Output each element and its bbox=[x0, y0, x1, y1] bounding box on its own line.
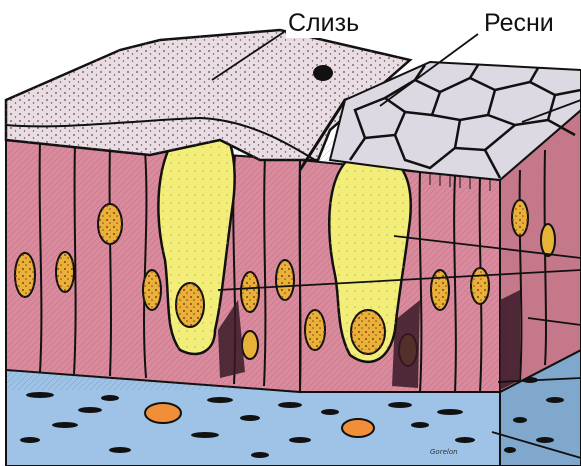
artist-signature: Gorelon bbox=[430, 448, 458, 456]
fibroblast-nucleus bbox=[342, 419, 374, 437]
cell-nucleus bbox=[242, 331, 258, 359]
cell-nucleus bbox=[541, 224, 555, 256]
fibroblast-nucleus bbox=[145, 403, 181, 423]
label-cilia: Ресни bbox=[482, 8, 556, 38]
goblet-opening bbox=[313, 65, 333, 81]
label-mucus: Слизь bbox=[286, 8, 361, 38]
